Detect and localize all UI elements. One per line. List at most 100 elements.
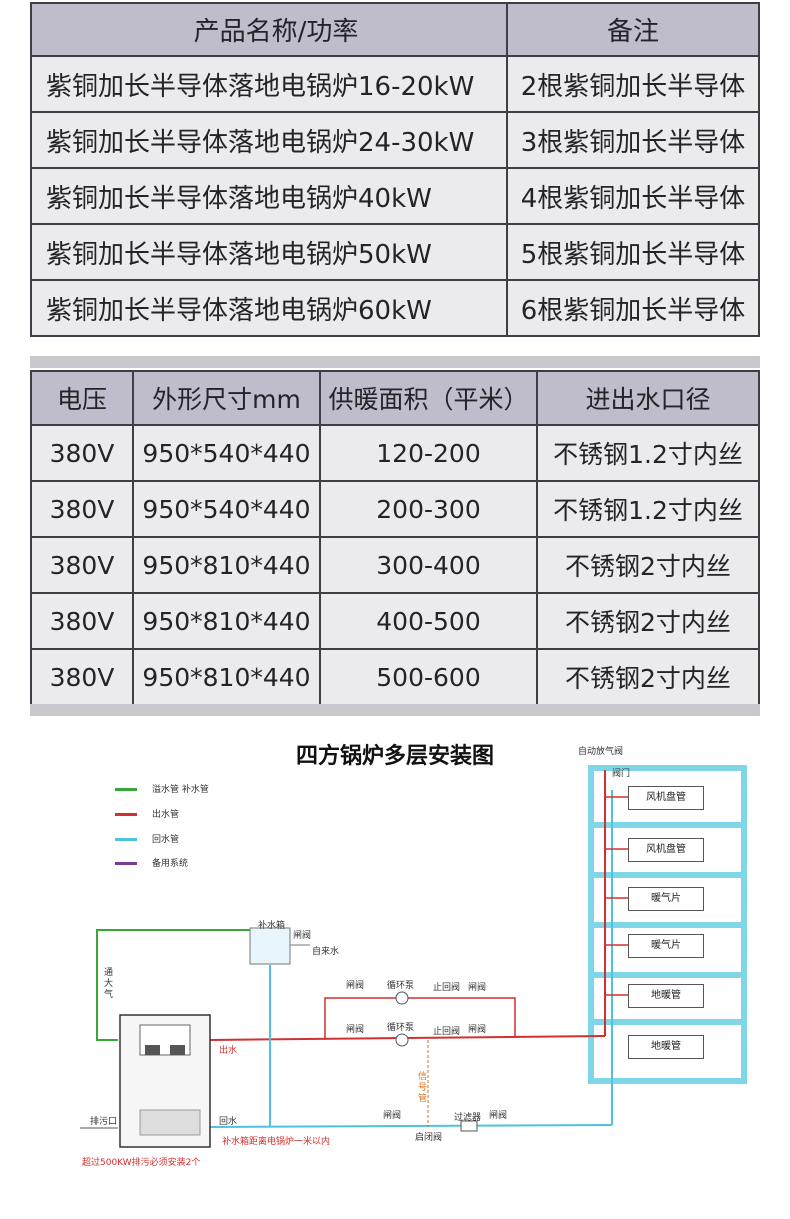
diagram-title: 四方锅炉多层安装图 xyxy=(295,744,494,769)
product-name-cell: 紫铜加长半导体落地电锅炉50kW xyxy=(30,223,508,281)
auto-vent-label: 自动放气阀 xyxy=(578,747,624,757)
note-tank-distance: 补水箱距离电锅炉一米以内 xyxy=(222,1137,331,1147)
building-frame xyxy=(588,765,747,1084)
table-row: 380V 950*810*440 400-500 不锈钢2寸内丝 xyxy=(30,592,760,650)
tap-water-label: 自来水 xyxy=(312,947,340,957)
pipe-cell: 不锈钢1.2寸内丝 xyxy=(536,424,760,482)
boiler-vent-grille xyxy=(139,1109,201,1136)
return-label: 回水 xyxy=(219,1117,238,1127)
table-header-row: 电压 外形尺寸mm 供暖面积（平米） 进出水口径 xyxy=(30,370,760,426)
gate-valve-label: 闸阀 xyxy=(468,983,487,993)
fan-coil-unit: 风机盘管 xyxy=(628,838,704,862)
dimension-cell: 950*540*440 xyxy=(132,480,321,538)
gate-valve-label: 闸阀 xyxy=(383,1111,402,1121)
table-row: 紫铜加长半导体落地电锅炉50kW 5根紫铜加长半导体 xyxy=(30,223,760,281)
gate-valve-label: 闸阀 xyxy=(346,981,365,991)
table-row: 380V 950*810*440 300-400 不锈钢2寸内丝 xyxy=(30,536,760,594)
makeup-tank xyxy=(249,927,291,965)
filter-icon xyxy=(460,1120,478,1132)
valve-door-label: 阀门 xyxy=(612,769,631,779)
dimension-cell: 950*810*440 xyxy=(132,536,321,594)
area-cell: 500-600 xyxy=(319,648,538,706)
table-row: 紫铜加长半导体落地电锅炉16-20kW 2根紫铜加长半导体 xyxy=(30,55,760,113)
return-pipe xyxy=(209,1124,613,1128)
gate-valve-label: 闸阀 xyxy=(293,931,312,941)
legend-swatch-outlet xyxy=(115,813,137,816)
filter-label: 过滤器 xyxy=(454,1113,482,1123)
table-header-row: 产品名称/功率 备注 xyxy=(30,2,760,57)
legend-overflow-label: 溢水管 补水管 xyxy=(152,785,209,795)
circ-pump-label: 循环泵 xyxy=(387,981,415,991)
table-row: 380V 950*540*440 120-200 不锈钢1.2寸内丝 xyxy=(30,424,760,482)
voltage-cell: 380V xyxy=(30,424,134,482)
check-valve-label: 止回阀 xyxy=(433,1027,461,1037)
legend-swatch-return xyxy=(115,838,137,841)
remark-cell: 6根紫铜加长半导体 xyxy=(506,279,760,337)
area-cell: 200-300 xyxy=(319,480,538,538)
pipe-cell: 不锈钢1.2寸内丝 xyxy=(536,480,760,538)
table-row: 380V 950*810*440 500-600 不锈钢2寸内丝 xyxy=(30,648,760,706)
legend-swatch-backup xyxy=(115,862,137,865)
header-pipe-size: 进出水口径 xyxy=(536,370,760,426)
table-row: 紫铜加长半导体落地电锅炉60kW 6根紫铜加长半导体 xyxy=(30,279,760,337)
product-table: 产品名称/功率 备注 紫铜加长半导体落地电锅炉16-20kW 2根紫铜加长半导体… xyxy=(30,2,760,337)
vent-pipe xyxy=(96,929,250,1041)
header-dimensions: 外形尺寸mm xyxy=(132,370,321,426)
gate-valve-label: 闸阀 xyxy=(468,1025,487,1035)
product-name-cell: 紫铜加长半导体落地电锅炉40kW xyxy=(30,167,508,225)
spec-table: 电压 外形尺寸mm 供暖面积（平米） 进出水口径 380V 950*540*44… xyxy=(30,370,760,706)
check-valve-label: 止回阀 xyxy=(433,983,461,993)
divider-band xyxy=(30,356,760,368)
divider-band xyxy=(30,704,760,716)
voltage-cell: 380V xyxy=(30,592,134,650)
product-name-cell: 紫铜加长半导体落地电锅炉16-20kW xyxy=(30,55,508,113)
product-name-cell: 紫铜加长半导体落地电锅炉24-30kW xyxy=(30,111,508,169)
pipe-cell: 不锈钢2寸内丝 xyxy=(536,648,760,706)
table-row: 380V 950*540*440 200-300 不锈钢1.2寸内丝 xyxy=(30,480,760,538)
legend-return-label: 回水管 xyxy=(152,835,180,845)
voltage-cell: 380V xyxy=(30,480,134,538)
vent-to-air-label: 通大气 xyxy=(104,968,114,1000)
header-voltage: 电压 xyxy=(30,370,134,426)
radiator-unit: 暖气片 xyxy=(628,934,704,958)
pump-bypass-pipe xyxy=(324,997,516,1040)
gate-valve-label: 闸阀 xyxy=(489,1111,508,1121)
area-cell: 120-200 xyxy=(319,424,538,482)
header-product-name: 产品名称/功率 xyxy=(30,2,508,57)
supply-branches xyxy=(605,796,628,996)
circ-pump-label: 循环泵 xyxy=(387,1023,415,1033)
pump-icon xyxy=(395,1033,409,1047)
table-row: 紫铜加长半导体落地电锅炉24-30kW 3根紫铜加长半导体 xyxy=(30,111,760,169)
remark-cell: 3根紫铜加长半导体 xyxy=(506,111,760,169)
pump-icon xyxy=(395,991,409,1005)
floor-heating-unit: 地暖管 xyxy=(628,1035,704,1059)
open-close-valve-label: 启闭阀 xyxy=(415,1133,443,1143)
fan-coil-unit: 风机盘管 xyxy=(628,786,704,810)
area-cell: 400-500 xyxy=(319,592,538,650)
radiator-unit: 暖气片 xyxy=(628,887,704,911)
remark-cell: 2根紫铜加长半导体 xyxy=(506,55,760,113)
voltage-cell: 380V xyxy=(30,536,134,594)
note-drain-requirement: 超过500KW排污必须安装2个 xyxy=(82,1158,201,1168)
product-name-cell: 紫铜加长半导体落地电锅炉60kW xyxy=(30,279,508,337)
pipe-cell: 不锈钢2寸内丝 xyxy=(536,592,760,650)
voltage-cell: 380V xyxy=(30,648,134,706)
drain-label: 排污口 xyxy=(90,1117,118,1127)
dimension-cell: 950*810*440 xyxy=(132,592,321,650)
outlet-label: 出水 xyxy=(219,1046,238,1056)
area-cell: 300-400 xyxy=(319,536,538,594)
remark-cell: 4根紫铜加长半导体 xyxy=(506,167,760,225)
header-remark: 备注 xyxy=(506,2,760,57)
pipe-cell: 不锈钢2寸内丝 xyxy=(536,536,760,594)
gate-valve-label: 闸阀 xyxy=(346,1025,365,1035)
legend-swatch-overflow xyxy=(115,788,137,791)
remark-cell: 5根紫铜加长半导体 xyxy=(506,223,760,281)
floor-heating-unit: 地暖管 xyxy=(628,984,704,1008)
legend-backup-label: 备用系统 xyxy=(152,859,189,869)
header-heating-area: 供暖面积（平米） xyxy=(319,370,538,426)
boiler-gauge xyxy=(145,1045,160,1055)
boiler-gauge xyxy=(170,1045,185,1055)
makeup-tank-label: 补水箱 xyxy=(258,921,286,931)
dimension-cell: 950*540*440 xyxy=(132,424,321,482)
